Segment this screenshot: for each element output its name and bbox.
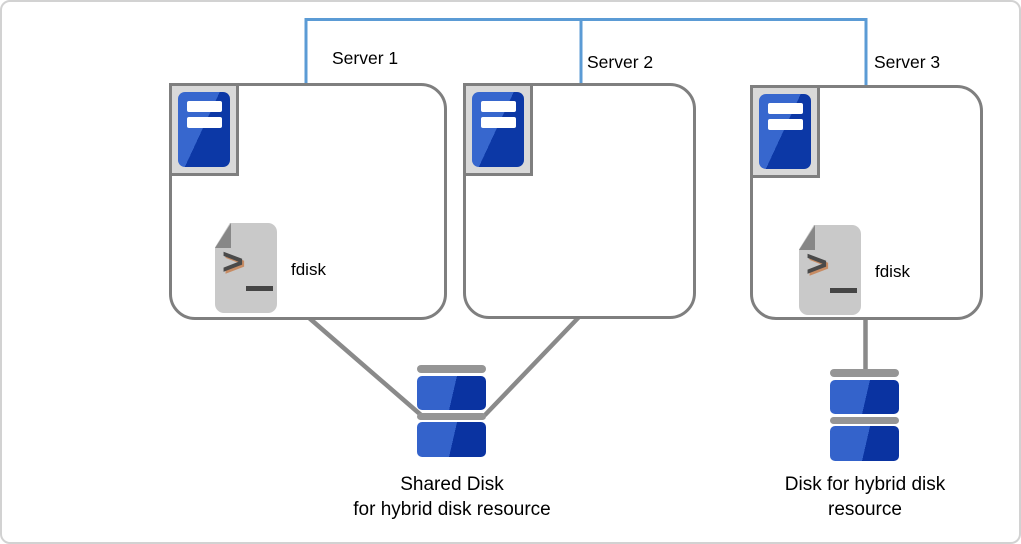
terminal-prompt-glyph: > [806,243,828,284]
fdisk-label: fdisk [875,262,910,281]
disk-platter [830,426,899,461]
server-icon [169,83,239,176]
server-icon-body [178,92,230,167]
server-icon [463,83,533,176]
server-icon [750,85,820,178]
shared-disk-caption-line2: for hybrid disk resource [353,499,551,520]
disk-bar [830,417,899,424]
shared-disk-icon [417,365,486,458]
disk-bar [417,365,486,373]
hybrid-disk-caption-line2: resource [828,499,902,520]
terminal-prompt-glyph: > [222,241,244,282]
server2-label: Server 2 [587,52,654,72]
terminal-cursor-glyph [830,288,857,293]
server-icon-slot [768,103,803,114]
fdisk-label: fdisk [291,260,326,279]
server2-box [463,83,696,319]
server3-label: Server 3 [874,52,941,72]
network-interconnect-line [304,18,868,89]
disk-platter [830,380,899,414]
server-icon-slot [768,119,803,130]
disk-platter [417,376,486,410]
server-icon-body [759,94,811,169]
script-file-icon: > [215,223,277,313]
hybrid-disk-caption-line1: Disk for hybrid disk [784,474,946,495]
server1-label: Server 1 [332,48,399,68]
script-file-icon: > [799,225,861,315]
server-icon-slot [187,117,222,128]
disk-bar [830,369,899,377]
server-icon-body [472,92,524,167]
terminal-cursor-glyph [246,286,273,291]
shared-disk-caption-line1: Shared Disk [400,474,504,495]
server1-box: > fdisk [169,83,447,320]
hybrid-disk-caption: Disk for hybrid disk resource [745,472,985,522]
disk-bar [417,413,486,420]
server-icon-slot [481,117,516,128]
server-icon-slot [187,101,222,112]
shared-disk-caption: Shared Disk for hybrid disk resource [312,472,592,522]
disk-connection-lines [305,314,868,418]
hybrid-disk-icon [830,369,899,462]
disk-platter [417,422,486,457]
server-icon-slot [481,101,516,112]
server3-box: > fdisk [750,85,983,320]
